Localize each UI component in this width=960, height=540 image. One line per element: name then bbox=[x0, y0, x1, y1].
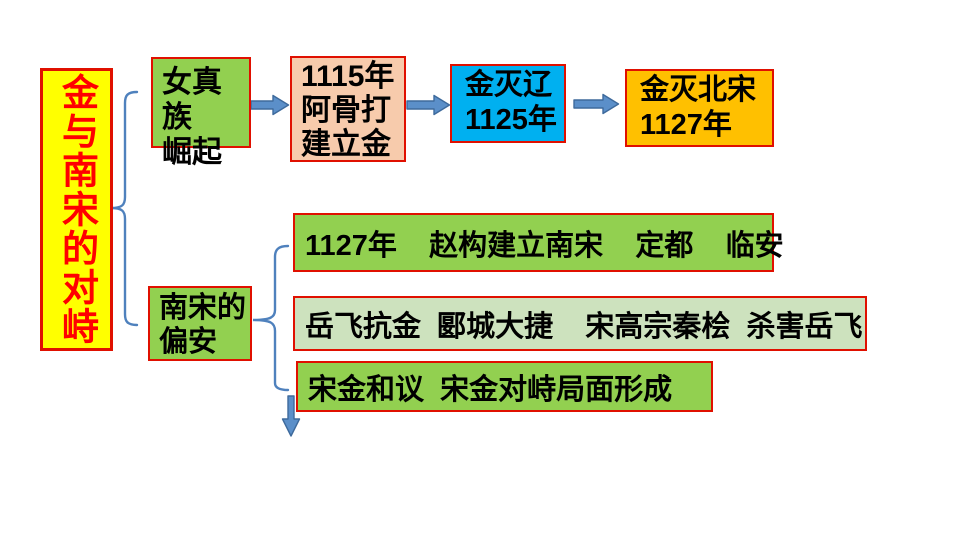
bar-southern-song-founding: 1127年 赵构建立南宋 定都 临安 bbox=[293, 213, 784, 272]
flow-arrow-2-icon bbox=[406, 94, 451, 116]
page-title: 金与南宋的对峙 bbox=[40, 68, 113, 351]
box-jin-destroys-liao: 金灭辽 1125年 bbox=[450, 64, 566, 143]
bar-yuefei-resistance: 岳飞抗金 郾城大捷 宋高宗秦桧 杀害岳飞 bbox=[293, 296, 867, 351]
flow-arrow-3-icon bbox=[573, 93, 620, 115]
group-brace-main-icon bbox=[110, 90, 139, 327]
box-jurchen-rise: 女真族 崛起 bbox=[151, 57, 251, 169]
box-jin-destroys-northern-song: 金灭北宋 1127年 bbox=[625, 69, 774, 147]
flow-arrow-1-icon bbox=[250, 94, 290, 116]
group-brace-sub-icon bbox=[252, 244, 290, 392]
box-aguda-founds-jin: 1115年 阿骨打 建立金 bbox=[290, 56, 406, 162]
bar-song-jin-peace-treaty: 宋金和议 宋金对峙局面形成 bbox=[296, 361, 713, 412]
box-southern-song-retreat: 南宋的 偏安 bbox=[148, 286, 252, 361]
